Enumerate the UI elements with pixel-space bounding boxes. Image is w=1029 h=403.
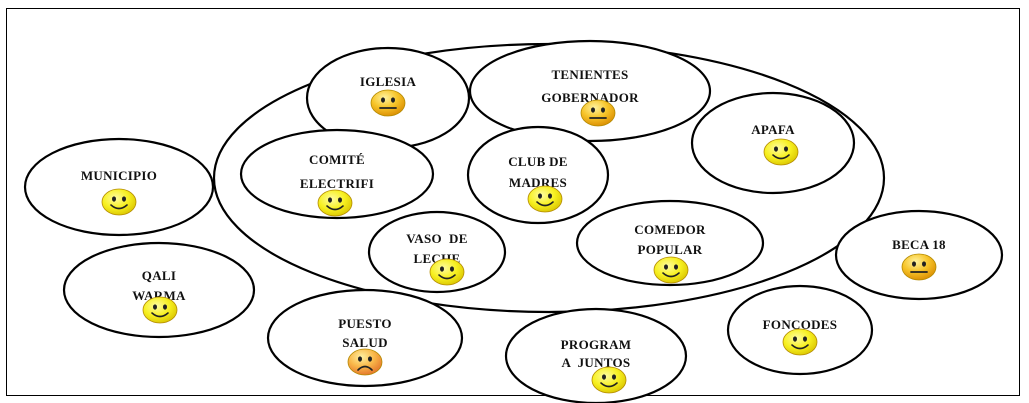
actor-ellipse [466, 125, 610, 225]
actor-node-puesto: PUESTO SALUD [266, 288, 464, 388]
actor-node-comedor: COMEDOR POPULAR [575, 199, 765, 287]
actor-label: MADRES [509, 175, 567, 190]
happy-face-icon [591, 366, 627, 394]
actor-node-qali: QALI WARMA [62, 241, 256, 339]
actor-label: POPULAR [638, 242, 703, 257]
actor-ellipse [367, 210, 507, 294]
actor-node-tenientes: TENIENTES GOBERNADOR [468, 39, 712, 143]
actor-label: GOBERNADOR [541, 90, 639, 105]
actor-label: FONCODES [763, 317, 838, 332]
actor-label: WARMA [132, 288, 186, 303]
actor-node-comite: COMITÉ ELECTRIFI [239, 128, 435, 220]
happy-face-icon [429, 258, 465, 286]
actor-label: SALUD [342, 335, 388, 350]
actor-label: COMEDOR [634, 222, 706, 237]
happy-face-icon [782, 328, 818, 356]
actor-node-programa: PROGRAM A JUNTOS [504, 307, 688, 403]
actor-ellipse [266, 288, 464, 388]
actor-node-club: CLUB DE MADRES [466, 125, 610, 225]
actor-ellipse [504, 307, 688, 403]
happy-face-icon [317, 189, 353, 217]
actor-label: CLUB DE [508, 154, 568, 169]
actor-label: COMITÉ [309, 152, 365, 167]
sad-face-icon [347, 348, 383, 376]
actor-label: BECA 18 [892, 237, 946, 252]
actor-label: MUNICIPIO [81, 168, 157, 183]
actor-ellipse [575, 199, 765, 287]
actor-node-apafa: APAFA [690, 91, 856, 195]
happy-face-icon [142, 296, 178, 324]
neutral-face-icon [901, 253, 937, 281]
actor-label: APAFA [751, 122, 795, 137]
actor-label: TENIENTES [551, 67, 628, 82]
actor-ellipse [62, 241, 256, 339]
happy-face-icon [527, 185, 563, 213]
actor-label: ELECTRIFI [300, 176, 374, 191]
happy-face-icon [763, 138, 799, 166]
actor-label: PUESTO [338, 316, 392, 331]
actor-label: A JUNTOS [562, 355, 631, 370]
actor-label: PROGRAM [561, 337, 632, 352]
actor-node-beca: BECA 18 [834, 209, 1004, 301]
actor-label: IGLESIA [360, 74, 417, 89]
actor-label: QALI [142, 268, 176, 283]
actor-node-municipio: MUNICIPIO [23, 137, 215, 237]
actor-ellipse [23, 137, 215, 237]
neutral-face-icon [370, 89, 406, 117]
actor-ellipse [468, 39, 712, 143]
happy-face-icon [101, 188, 137, 216]
actor-label: VASO DE [406, 231, 467, 246]
neutral-face-icon [580, 99, 616, 127]
actor-ellipse [239, 128, 435, 220]
happy-face-icon [653, 256, 689, 284]
actor-node-iglesia: IGLESIA [305, 46, 471, 150]
actor-node-foncodes: FONCODES [726, 284, 874, 376]
